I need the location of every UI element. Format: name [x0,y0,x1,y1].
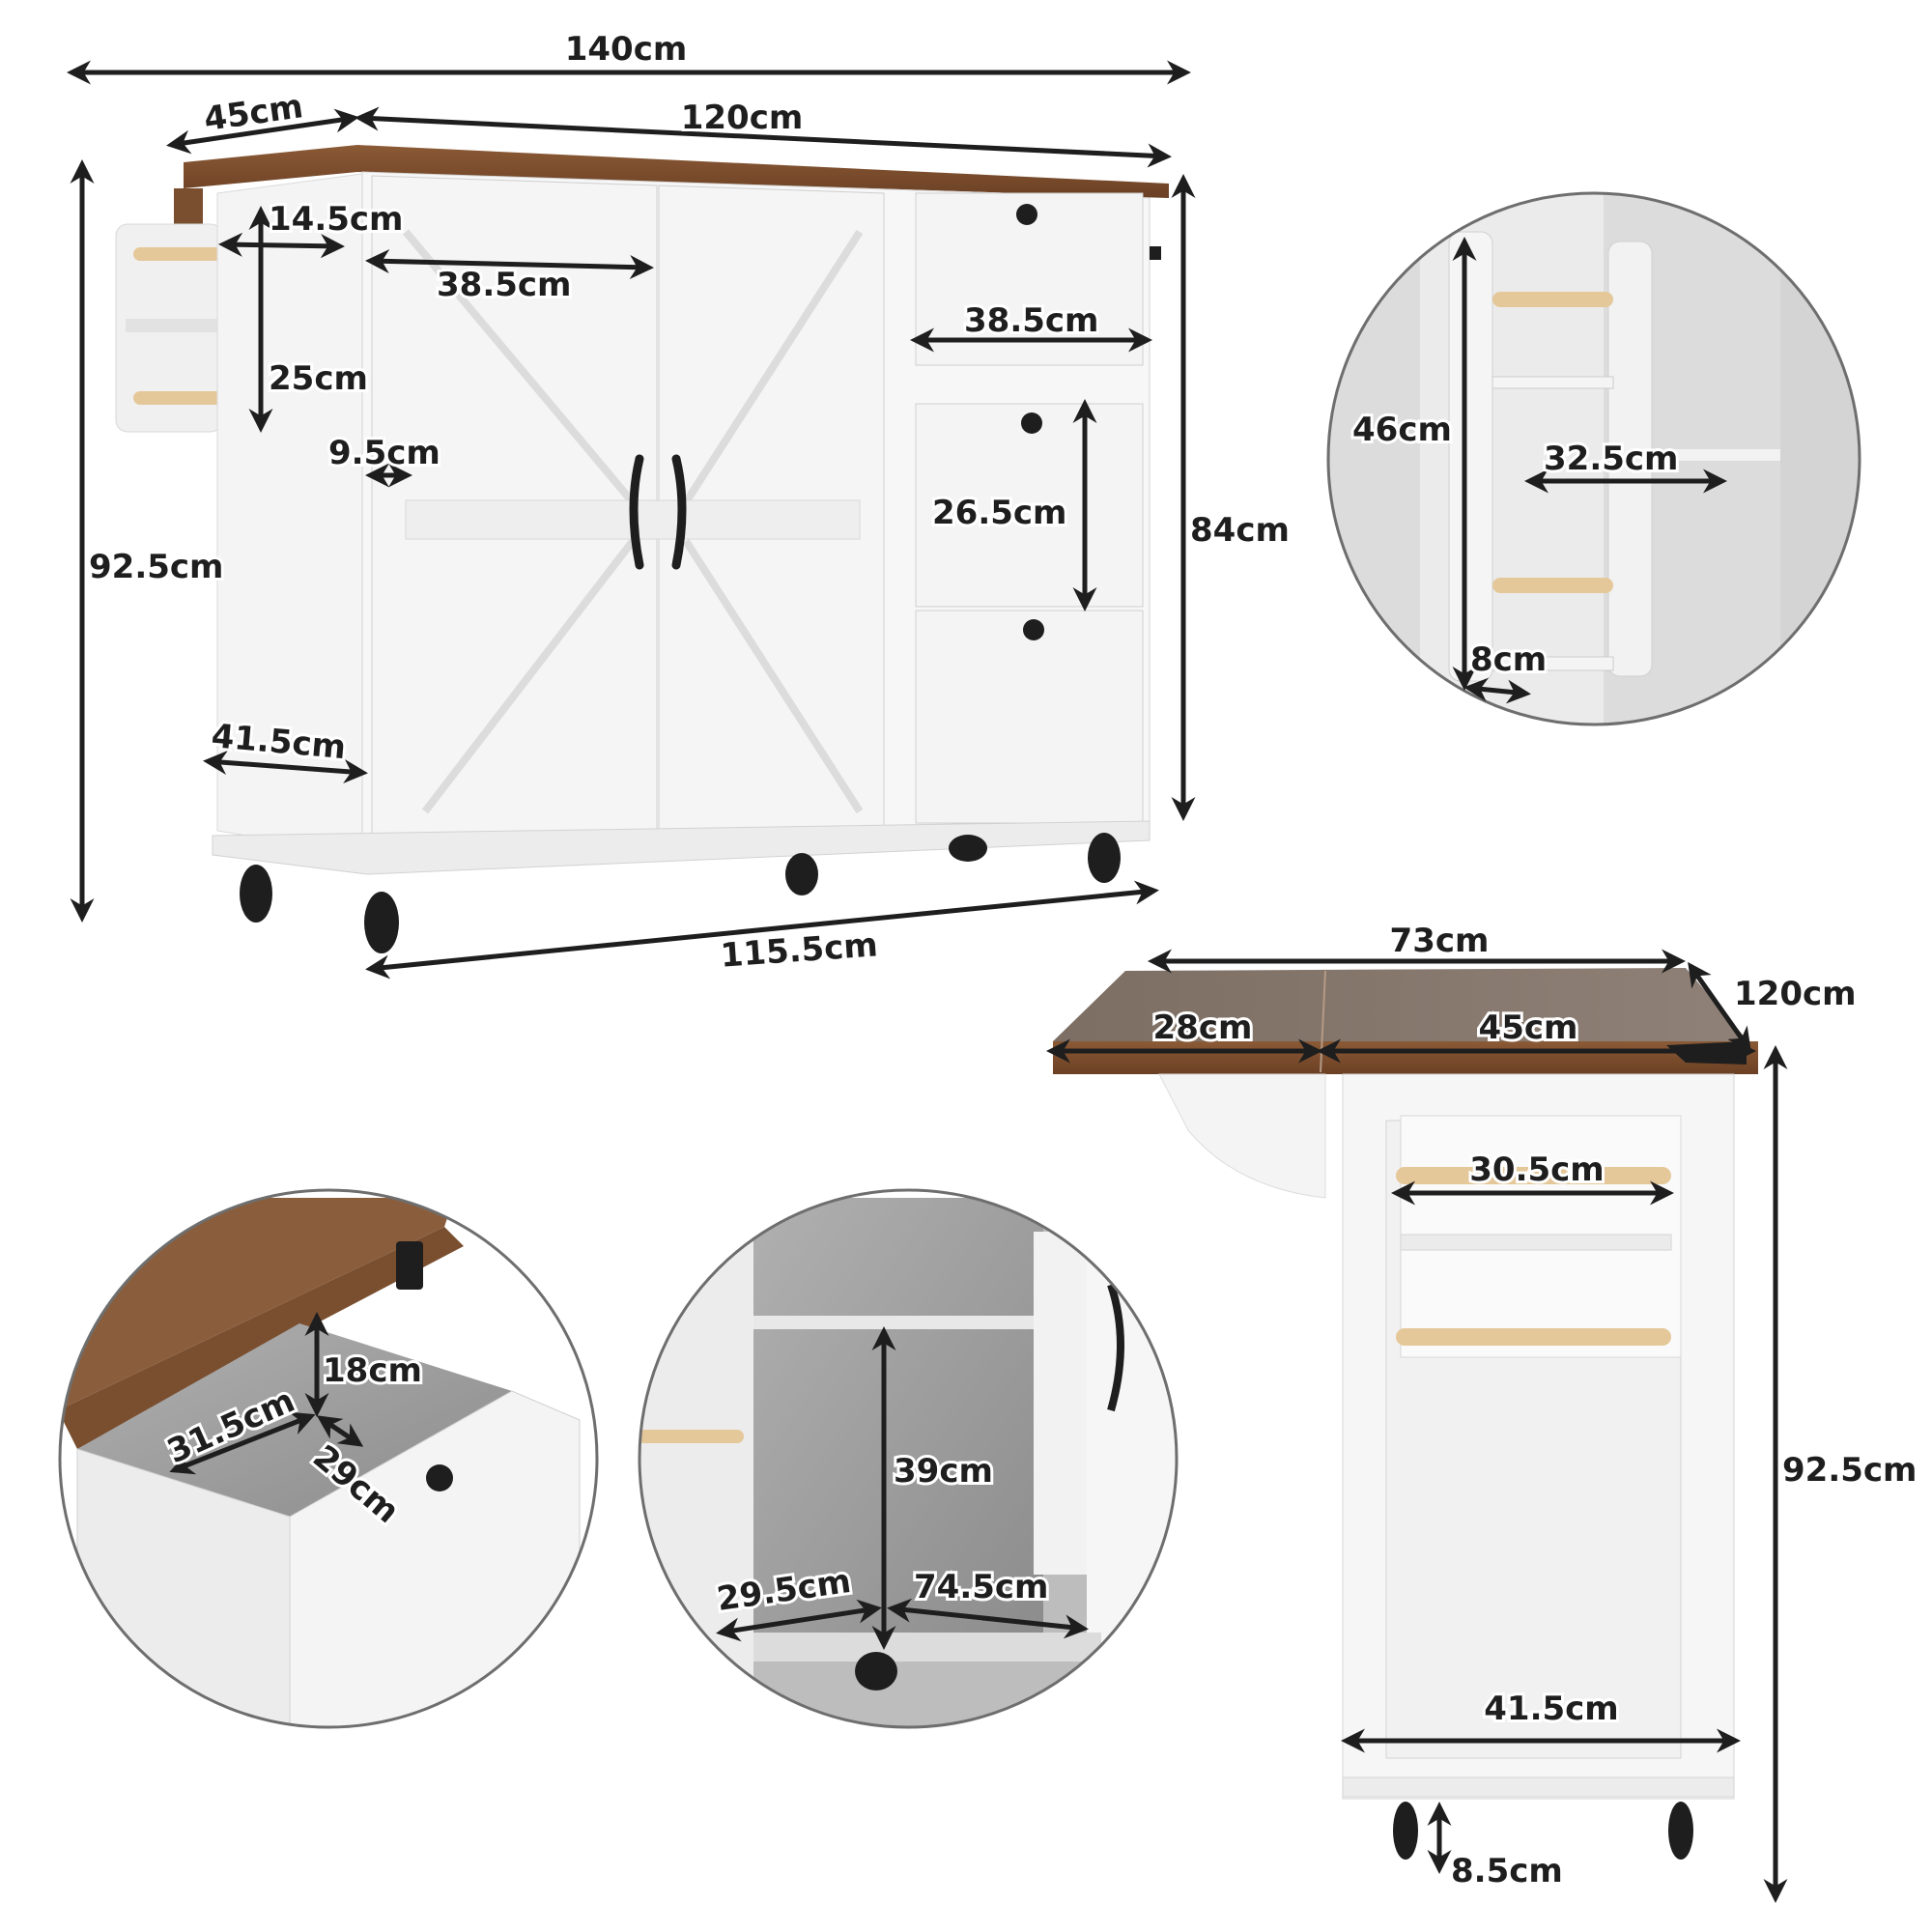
wood-rod [639,1430,744,1443]
interior-shelf [753,1316,1034,1329]
wood-rod [1492,578,1613,593]
circle-border [1326,191,1861,726]
wood-rod [1396,1328,1671,1346]
label-rack-height: 46cm [1352,411,1452,449]
drawer-2 [915,403,1144,608]
drawer-knob [1016,204,1037,225]
label-spice-rack-width: 14.5cm [269,200,403,239]
label-caster-height: 8.5cm [1451,1852,1563,1890]
drawer-knob [1023,619,1044,640]
label-rack-width: 30.5cm [1469,1151,1604,1189]
door-handle [671,454,687,570]
label-leaf-width: 28cm [1153,1009,1253,1047]
label-side-length: 120cm [1734,975,1857,1013]
label-drawer-width: 38.5cm [964,301,1098,340]
drop-leaf [1158,1073,1326,1199]
door-handle [1107,1283,1124,1412]
circle-border [58,1188,599,1729]
drawer-knob [1021,412,1042,434]
main-dimension-labels: 140cm 45cm 120cm 14.5cm 38.5cm 38.5cm 25… [86,27,1293,979]
label-drawer-height: 18cm [323,1351,422,1390]
label-drawer-height: 26.5cm [932,494,1066,532]
towel-bar-end [1150,246,1161,260]
caster [855,1652,897,1690]
main-dimension-lines [67,60,1196,980]
rack-detail-circle: 46cm 32.5cm 8cm [1326,191,1861,726]
countertop-top [1053,968,1758,1053]
caster [1393,1802,1418,1860]
label-total-height: 92.5cm [89,548,223,586]
drawer-detail-circle: 18cm 31.5cm 29cm [58,1188,599,1729]
label-top-width: 45cm [1479,1009,1578,1047]
label-extended-width: 73cm [1390,922,1490,960]
label-rack-inner-width: 32.5cm [1544,440,1678,478]
label-cabinet-height: 39cm [894,1452,993,1491]
label-body-width: 41.5cm [1484,1690,1618,1728]
door-handle [629,454,644,570]
label-depth: 45cm [202,87,305,139]
label-door-width: 38.5cm [437,266,571,304]
label-cabinet-width: 74.5cm [914,1568,1048,1606]
circle-border [638,1188,1179,1729]
label-top-length: 120cm [681,99,804,137]
label-side-total-height: 92.5cm [1782,1451,1917,1490]
label-overall-width: 140cm [565,30,688,69]
label-side-gap: 9.5cm [328,434,440,472]
drop-leaf-edge [174,188,203,227]
side-dimension-lines: 73cm 120cm 28cm 45cm 30.5cm 41.5cm 8.5cm… [1046,919,1919,1903]
wood-rod [133,391,222,405]
countertop [60,1227,464,1449]
drawer-3 [915,610,1144,824]
cabinet-interior [753,1198,1043,1642]
caster [1668,1802,1693,1860]
label-body-height: 84cm [1190,511,1290,550]
cabinet-interior-circle: 39cm 29.5cm 74.5cm [638,1188,1179,1729]
drawer-knob [426,1464,453,1492]
wood-rod [1396,1167,1671,1184]
wood-rod [133,247,222,261]
label-spice-rack-height: 25cm [269,359,368,398]
label-rack-shelf-depth: 8cm [1470,640,1547,679]
wood-rod [1492,292,1613,307]
